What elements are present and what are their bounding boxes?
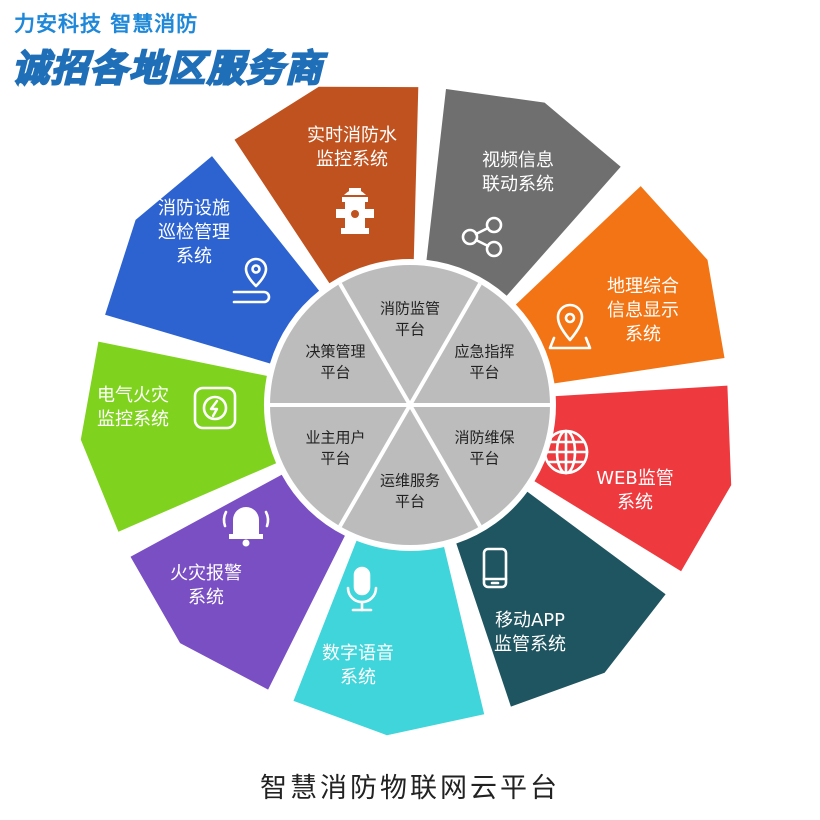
segment-alarm-shape (130, 474, 345, 690)
segment-hydrant-label-1: 实时消防水 (307, 125, 397, 146)
inner-ops-label-2: 平台 (395, 493, 425, 511)
inner-owner-label-2: 平台 (320, 450, 350, 468)
inner-ops-label-1: 运维服务 (380, 472, 440, 490)
inner-monitor-label-2: 平台 (395, 321, 425, 339)
segment-video-label-2: 联动系统 (482, 174, 554, 195)
inner-owner-label-1: 业主用户 (305, 429, 365, 447)
fire-hydrant-icon (336, 188, 374, 234)
share-nodes-icon (461, 216, 503, 258)
outer-ring: 实时消防水监控系统视频信息联动系统地理综合信息显示系统WEB监管系统移动APP监… (80, 86, 732, 736)
electric-icon (193, 386, 237, 430)
segment-geo-shape (515, 186, 725, 384)
segment-voice-label-1: 数字语音 (322, 643, 394, 664)
segment-geo-label-2: 信息显示 (607, 300, 679, 321)
map-pin-icon (548, 303, 592, 350)
segment-hydrant-shape (234, 86, 419, 284)
segment-patrol-label-1: 消防设施 (158, 198, 230, 219)
segment-alarm-label-1: 火灾报警 (170, 563, 242, 584)
inner-emergency-label-2: 平台 (469, 364, 499, 382)
inner-maintenance-label-2: 平台 (469, 450, 499, 468)
segment-electric-label-1: 电气火灾 (97, 385, 169, 406)
segment-patrol-shape (105, 156, 320, 364)
segment-patrol-label-2: 巡检管理 (158, 222, 230, 243)
inner-decision-label-2: 平台 (320, 364, 350, 382)
segment-app-shape (456, 491, 666, 707)
platform-title: 智慧消防物联网云平台 (260, 773, 560, 804)
mobile-phone-icon (482, 547, 508, 589)
inner-maintenance-label-1: 消防维保 (454, 429, 514, 447)
segment-app-label-2: 监管系统 (494, 634, 566, 655)
segment-electric-label-2: 监控系统 (97, 409, 169, 430)
segment-voice-label-2: 系统 (340, 667, 376, 688)
segment-alarm-label-2: 系统 (188, 587, 224, 608)
segment-video-label-1: 视频信息 (482, 150, 554, 171)
inner-monitor-label-1: 消防监管 (380, 300, 440, 318)
segment-web-label-1: WEB监管 (596, 468, 674, 489)
segment-web-shape (534, 385, 732, 572)
inner-emergency-label-1: 应急指挥 (454, 343, 514, 361)
globe-icon (543, 429, 589, 475)
segment-geo-label-3: 系统 (625, 324, 661, 345)
segment-voice-shape (293, 540, 485, 736)
location-route-icon (232, 257, 271, 304)
brand-title: 力安科技 智慧消防 (14, 12, 199, 36)
microphone-icon (346, 566, 378, 612)
segment-geo-label-1: 地理综合 (607, 276, 679, 297)
segment-app: 移动APP 监管系统 (456, 491, 666, 707)
recruit-banner: 诚招各地区服务商 (11, 46, 324, 91)
segment-web-label-2: 系统 (617, 492, 653, 513)
inner-decision-label-1: 决策管理 (305, 343, 365, 361)
segment-video-shape (426, 89, 621, 296)
alarm-bell-icon (222, 507, 270, 547)
segment-hydrant-label-2: 监控系统 (316, 149, 388, 170)
segment-patrol-label-3: 系统 (176, 246, 212, 267)
segment-app-label-1: 移动APP (495, 610, 565, 631)
